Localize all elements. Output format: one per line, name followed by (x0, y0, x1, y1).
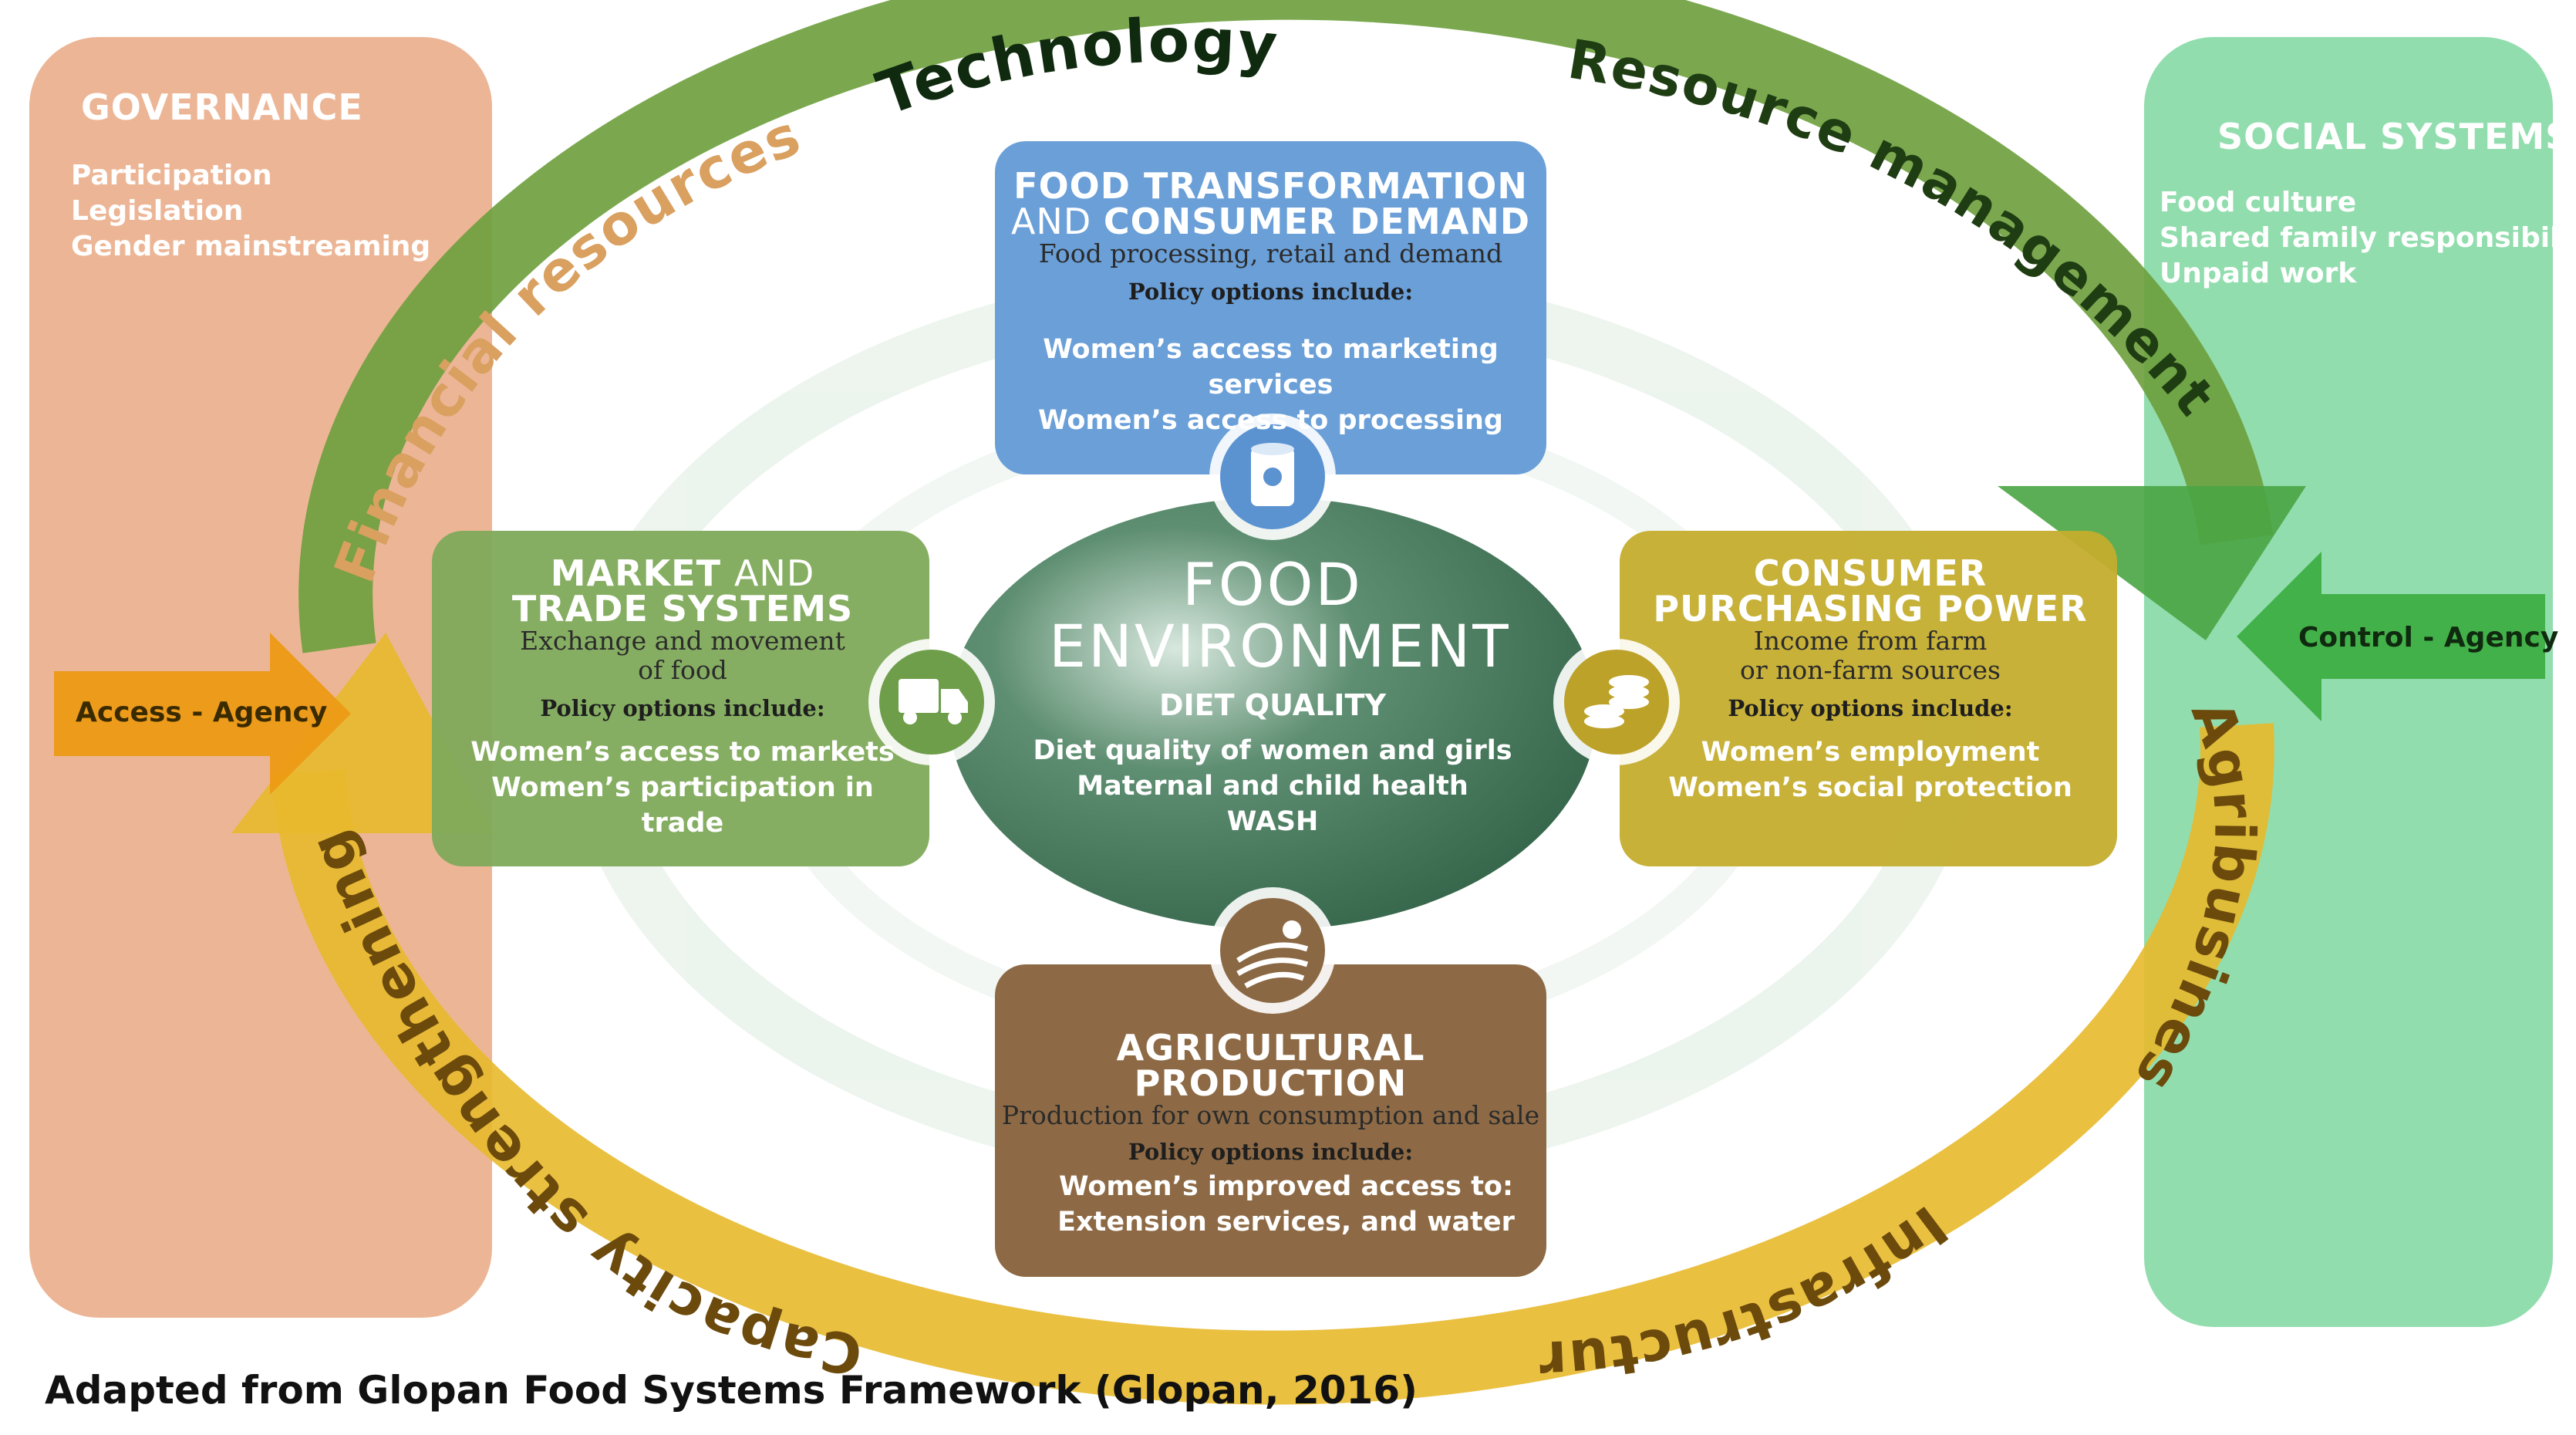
market-trade-subtitle-line2: of food (638, 655, 727, 685)
food-environment-ellipse (949, 498, 1597, 930)
food-transformation-title: FOOD TRANSFORMATION (1013, 165, 1528, 207)
market-trade-subtitle: Exchange and movement (520, 626, 845, 656)
market-trade-content: MARKET AND TRADE SYSTEMS Exchange and mo… (455, 555, 910, 841)
diet-quality-heading: DIET QUALITY (1159, 688, 1386, 722)
social-systems-item: Unpaid work (2160, 258, 2357, 289)
governance-item: Gender mainstreaming (71, 231, 431, 262)
market-trade-box (432, 531, 929, 866)
green-ring-arrowhead (1998, 486, 2306, 640)
yellow-ring-arrowhead (231, 633, 494, 833)
food-transformation-title-line2: AND CONSUMER DEMAND (1010, 201, 1531, 242)
food-environment-title: FOOD ENVIRONMENT (1049, 550, 1511, 680)
social-systems-item: Shared family responsibility (2160, 222, 2576, 254)
food-environment-line1: FOOD (1182, 550, 1363, 619)
control-agency-arrow (2237, 552, 2545, 721)
diet-quality-item: WASH (1226, 806, 1319, 837)
governance-item: Participation (71, 160, 272, 191)
food-transformation-policy: Policy options include: (1128, 279, 1414, 305)
consumer-power-subtitle: Income from farm (1753, 626, 1988, 656)
can-icon (1209, 414, 1336, 540)
access-agency-arrow (54, 633, 351, 795)
market-trade-option: Women’s access to markets (470, 737, 895, 768)
agri-production-subtitle: Production for own consumption and sale (1001, 1100, 1540, 1130)
food-transformation-option: Women’s access to marketing services (1043, 334, 1499, 400)
agri-production-option: Extension services, and water (1057, 1207, 1515, 1237)
consumer-power-title: CONSUMER (1753, 552, 1988, 594)
consumer-power-box (1620, 531, 2117, 866)
truck-icon (868, 639, 995, 765)
agri-production-box (995, 964, 1546, 1277)
coins-icon (1553, 639, 1680, 765)
consumer-power-policy: Policy options include: (1728, 695, 2013, 721)
agri-production-option: Women’s improved access to: (1059, 1171, 1513, 1202)
consumer-power-content: CONSUMER PURCHASING POWER Income from fa… (1643, 555, 2098, 805)
food-environment-line2: ENVIRONMENT (1049, 612, 1511, 680)
market-trade-option: Women’s participation in trade (491, 772, 874, 839)
governance-title: GOVERNANCE (81, 86, 363, 128)
diet-quality-item: Maternal and child health (1077, 771, 1468, 802)
food-transformation-option: Women’s access to processing (1038, 405, 1503, 436)
food-transformation-box (995, 141, 1546, 474)
diet-quality-item: Diet quality of women and girls (1033, 735, 1512, 766)
social-systems-list: Food culture Shared family responsibilit… (2160, 185, 2576, 292)
social-systems-item: Food culture (2160, 187, 2357, 218)
consumer-power-option: Women’s employment (1701, 737, 2040, 768)
market-trade-title-line2: TRADE SYSTEMS (511, 588, 854, 630)
access-agency-label: Access - Agency (76, 697, 328, 728)
consumer-power-option: Women’s social protection (1668, 772, 2072, 803)
social-systems-panel (2144, 37, 2553, 1327)
governance-item: Legislation (71, 195, 244, 227)
consumer-power-title-line2: PURCHASING POWER (1653, 588, 2088, 630)
source-caption: Adapted from Glopan Food Systems Framewo… (45, 1368, 1418, 1413)
market-trade-policy: Policy options include: (540, 695, 825, 721)
market-trade-title: MARKET AND (550, 552, 815, 594)
yellow-ring-arc (271, 723, 2274, 1405)
agri-production-title: AGRICULTURAL (1116, 1027, 1425, 1069)
green-ring-arc (298, 0, 2274, 653)
field-sun-icon (1209, 887, 1336, 1014)
food-transformation-subtitle: Food processing, retail and demand (1038, 238, 1503, 268)
control-agency-label: Control - Agency (2298, 622, 2559, 653)
agri-production-title-line2: PRODUCTION (1134, 1062, 1408, 1104)
food-transformation-content: FOOD TRANSFORMATION AND CONSUMER DEMAND … (995, 168, 1546, 438)
agri-production-content: AGRICULTURAL PRODUCTION Production for o… (995, 1030, 1546, 1240)
social-systems-title: SOCIAL SYSTEMS (2217, 116, 2572, 157)
diet-quality-list: Diet quality of women and girls Maternal… (1026, 733, 1519, 839)
governance-list: Participation Legislation Gender mainstr… (71, 158, 430, 265)
consumer-power-subtitle-line2: or non-farm sources (1740, 655, 2001, 685)
agri-production-policy: Policy options include: (1128, 1139, 1414, 1165)
